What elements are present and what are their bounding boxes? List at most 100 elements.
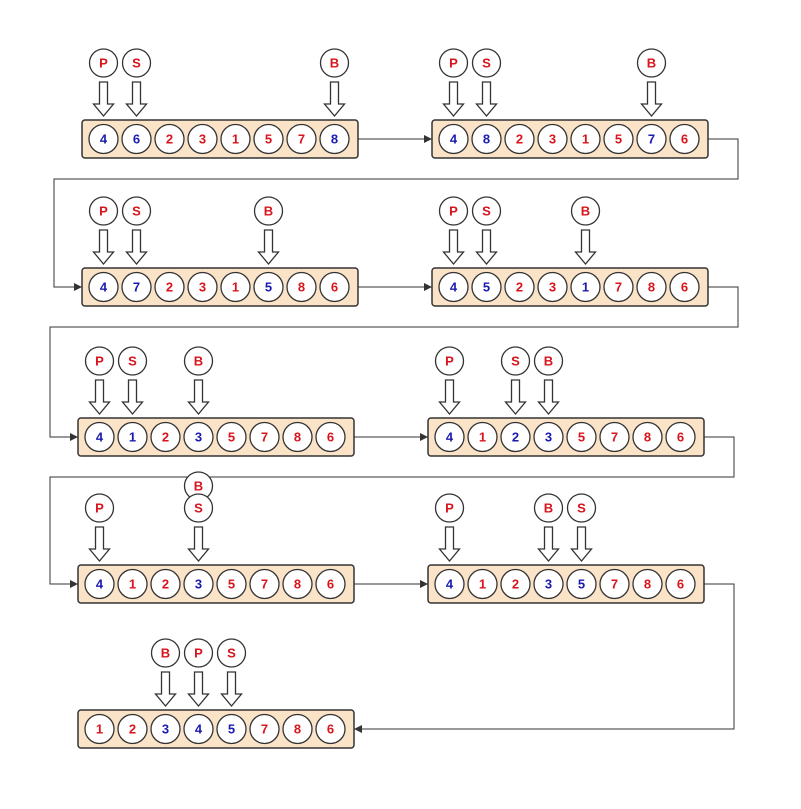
cell-value: 7 — [611, 577, 618, 592]
pointer-label: P — [99, 204, 108, 219]
array-cell: 4 — [438, 271, 469, 303]
cell-value: 3 — [199, 132, 206, 147]
cell-circle — [282, 568, 313, 600]
down-arrow-icon — [475, 229, 498, 266]
array-cell: 8 — [286, 271, 317, 303]
pointer-arrow — [187, 379, 210, 416]
pointer-circle — [84, 493, 115, 523]
cell-circle — [500, 421, 531, 453]
array-cell: 5 — [603, 123, 634, 155]
pointer-circle — [438, 48, 469, 78]
pointer-label: B — [581, 204, 590, 219]
array-cell: 8 — [282, 421, 313, 453]
pointer-label: P — [445, 501, 454, 516]
pointer-b: B — [150, 638, 181, 668]
array-cell: 5 — [471, 271, 502, 303]
cell-circle — [599, 568, 630, 600]
pointer-arrow — [442, 81, 465, 118]
pointer-p: P — [84, 493, 115, 523]
cell-value: 5 — [578, 430, 585, 445]
cell-circle — [566, 568, 597, 600]
pointer-arrow — [92, 229, 115, 266]
pointer-arrow — [187, 526, 210, 563]
array-box — [427, 417, 705, 457]
array-cell: 1 — [117, 421, 148, 453]
cell-circle — [467, 568, 498, 600]
down-arrow-icon — [187, 671, 210, 708]
pointer-s: S — [183, 493, 214, 523]
array-cell: 1 — [84, 713, 115, 745]
pointer-label: S — [577, 501, 586, 516]
pointer-label: P — [95, 354, 104, 369]
pointer-arrow — [438, 526, 461, 563]
cell-value: 1 — [582, 132, 589, 147]
pointer-circle — [636, 48, 667, 78]
cell-circle — [117, 713, 148, 745]
cell-value: 6 — [677, 577, 684, 592]
array-cell: 8 — [282, 568, 313, 600]
down-arrow-icon — [125, 81, 148, 118]
pointer-s: S — [471, 196, 502, 226]
pointer-s: S — [566, 493, 597, 523]
pointer-b: B — [533, 346, 564, 376]
down-arrow-icon — [537, 526, 560, 563]
cell-value: 7 — [611, 430, 618, 445]
array-box — [77, 417, 355, 457]
cell-circle — [471, 123, 502, 155]
cell-circle — [187, 123, 218, 155]
down-arrow-icon — [125, 229, 148, 266]
cell-value: 4 — [96, 430, 104, 445]
pointer-p: P — [88, 48, 119, 78]
array-cell: 5 — [216, 421, 247, 453]
cell-circle — [88, 123, 119, 155]
array-cell: 6 — [665, 568, 696, 600]
cell-value: 2 — [166, 132, 173, 147]
cell-value: 5 — [615, 132, 622, 147]
pointer-p: P — [438, 48, 469, 78]
array-cell: 6 — [315, 713, 346, 745]
pointer-arrow — [574, 229, 597, 266]
cell-value: 2 — [512, 430, 519, 445]
cell-value: 5 — [228, 722, 235, 737]
pointer-circle — [183, 346, 214, 376]
pointer-circle — [438, 196, 469, 226]
cell-value: 4 — [100, 280, 108, 295]
cell-circle — [253, 123, 284, 155]
down-arrow-icon — [92, 81, 115, 118]
pointer-label: B — [194, 354, 203, 369]
array-cell: 3 — [187, 123, 218, 155]
array-cell: 3 — [150, 713, 181, 745]
pointer-p: P — [183, 638, 214, 668]
down-arrow-icon — [220, 671, 243, 708]
cell-value: 5 — [578, 577, 585, 592]
cell-value: 7 — [615, 280, 622, 295]
cell-circle — [665, 421, 696, 453]
cell-value: 1 — [129, 430, 136, 445]
pointer-label: S — [482, 204, 491, 219]
cell-circle — [438, 123, 469, 155]
array-cell: 2 — [150, 421, 181, 453]
array-cell: 8 — [636, 271, 667, 303]
pointer-label: S — [132, 204, 141, 219]
cell-value: 1 — [232, 280, 239, 295]
cell-value: 4 — [96, 577, 104, 592]
pointer-label: B — [264, 204, 273, 219]
cell-circle — [566, 421, 597, 453]
array-cell: 5 — [566, 421, 597, 453]
pointer-circle — [533, 493, 564, 523]
array-cell: 6 — [669, 123, 700, 155]
cell-circle — [434, 568, 465, 600]
cell-value: 8 — [644, 430, 651, 445]
cell-value: 7 — [261, 430, 268, 445]
down-arrow-icon — [88, 526, 111, 563]
pointer-p: P — [88, 196, 119, 226]
cell-value: 7 — [261, 722, 268, 737]
pointer-arrow — [220, 671, 243, 708]
cell-value: 1 — [479, 577, 486, 592]
cell-circle — [537, 123, 568, 155]
pointer-circle — [253, 196, 284, 226]
cell-circle — [286, 123, 317, 155]
pointer-b: B — [253, 196, 284, 226]
